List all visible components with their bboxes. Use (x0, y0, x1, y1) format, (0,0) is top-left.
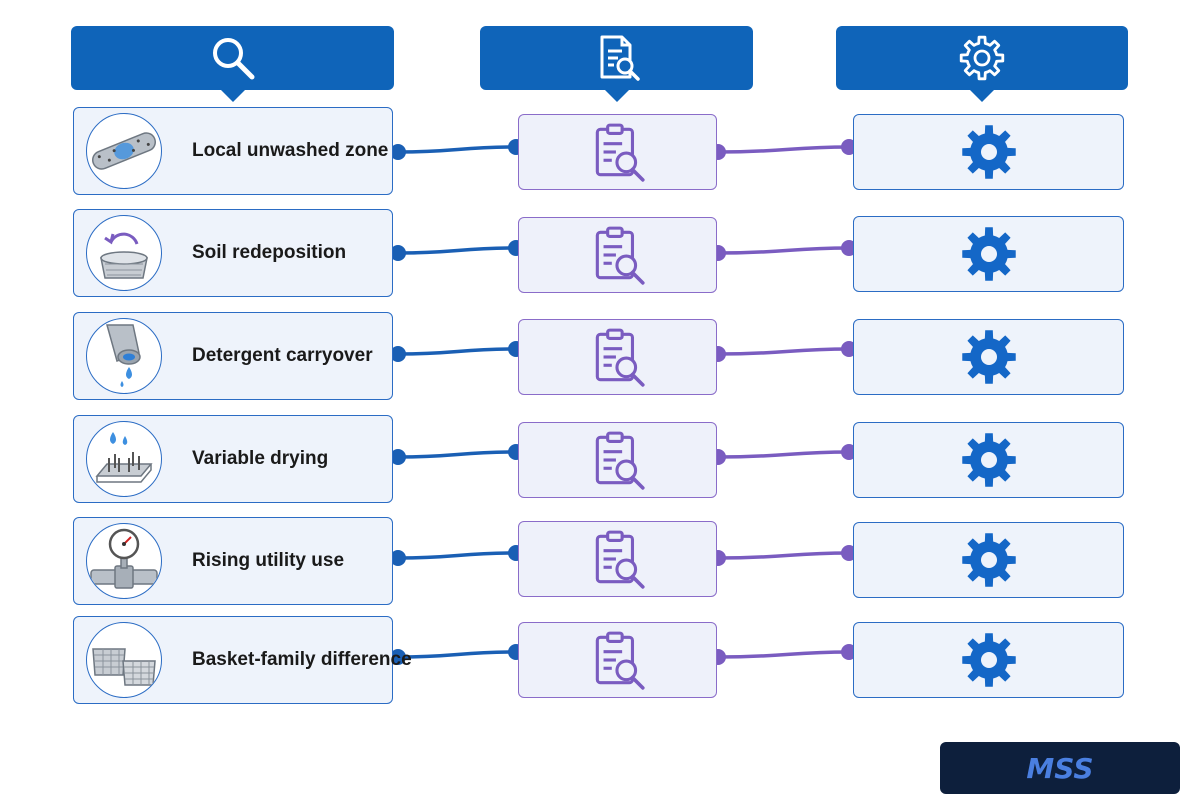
check-card[interactable] (518, 622, 717, 698)
issue-label: Rising utility use (192, 550, 345, 571)
rack-droplets-icon (86, 421, 162, 497)
check-card[interactable] (518, 422, 717, 498)
clipboard-search-icon (595, 123, 645, 182)
check-card[interactable] (518, 521, 717, 597)
mss-logo-mark: MSS (1026, 752, 1093, 785)
issue-label: Detergent carryover (192, 345, 373, 366)
two-baskets-icon (86, 622, 162, 698)
gear-icon (961, 633, 1016, 687)
search-icon (212, 38, 254, 80)
nozzle-drip-icon (86, 318, 162, 394)
connector-check-action (717, 551, 850, 560)
action-card[interactable] (853, 522, 1124, 598)
connector-check-action (717, 650, 850, 659)
issue-label: Basket-family difference (192, 649, 412, 670)
clipboard-search-icon (595, 530, 645, 589)
check-card[interactable] (518, 217, 717, 293)
clipboard-search-icon (595, 328, 645, 387)
issue-card[interactable]: Variable drying (73, 415, 393, 503)
action-card[interactable] (853, 114, 1124, 190)
connector-check-action (717, 145, 850, 154)
check-card[interactable] (518, 114, 717, 190)
check-card[interactable] (518, 319, 717, 395)
clipboard-search-icon (595, 226, 645, 285)
document-search-icon (600, 35, 640, 81)
action-card[interactable] (853, 319, 1124, 395)
connector-issue-check (397, 145, 517, 154)
connector-issue-check (397, 347, 517, 356)
clipboard-search-icon (595, 631, 645, 690)
action-card[interactable] (853, 422, 1124, 498)
connector-issue-check (397, 246, 517, 255)
issue-card[interactable]: Basket-family difference (73, 616, 412, 704)
header-check (480, 26, 753, 102)
connector-check-action (717, 347, 850, 356)
action-card[interactable] (853, 622, 1124, 698)
clipboard-search-icon (595, 431, 645, 490)
gear-icon (961, 533, 1016, 587)
issue-label: Local unwashed zone (192, 140, 389, 161)
gear-icon (961, 433, 1016, 487)
connector-issue-check (397, 650, 517, 659)
perforated-tube-icon (86, 113, 162, 189)
header-action (836, 26, 1128, 102)
issue-card[interactable]: Local unwashed zone (73, 107, 393, 195)
connector-issue-check (397, 551, 517, 560)
header-identify (71, 26, 394, 102)
connector-check-action (717, 450, 850, 459)
connector-issue-check (397, 450, 517, 459)
issue-label: Variable drying (192, 448, 329, 469)
logo-text: MSS (1026, 752, 1093, 785)
action-card[interactable] (853, 216, 1124, 292)
pressure-gauge-pipe-icon (86, 523, 162, 599)
mss-logo: MSS (940, 742, 1180, 794)
gear-icon (961, 330, 1016, 384)
connector-check-action (717, 246, 850, 255)
issue-card[interactable]: Rising utility use (73, 517, 393, 605)
gear-icon (961, 227, 1016, 281)
issue-card[interactable]: Soil redeposition (73, 209, 393, 297)
gear-icon (961, 125, 1016, 179)
mesh-basket-cycle-icon (86, 215, 162, 291)
issue-label: Soil redeposition (192, 242, 347, 263)
issue-card[interactable]: Detergent carryover (73, 312, 393, 400)
gear-outline-icon (959, 35, 1005, 81)
